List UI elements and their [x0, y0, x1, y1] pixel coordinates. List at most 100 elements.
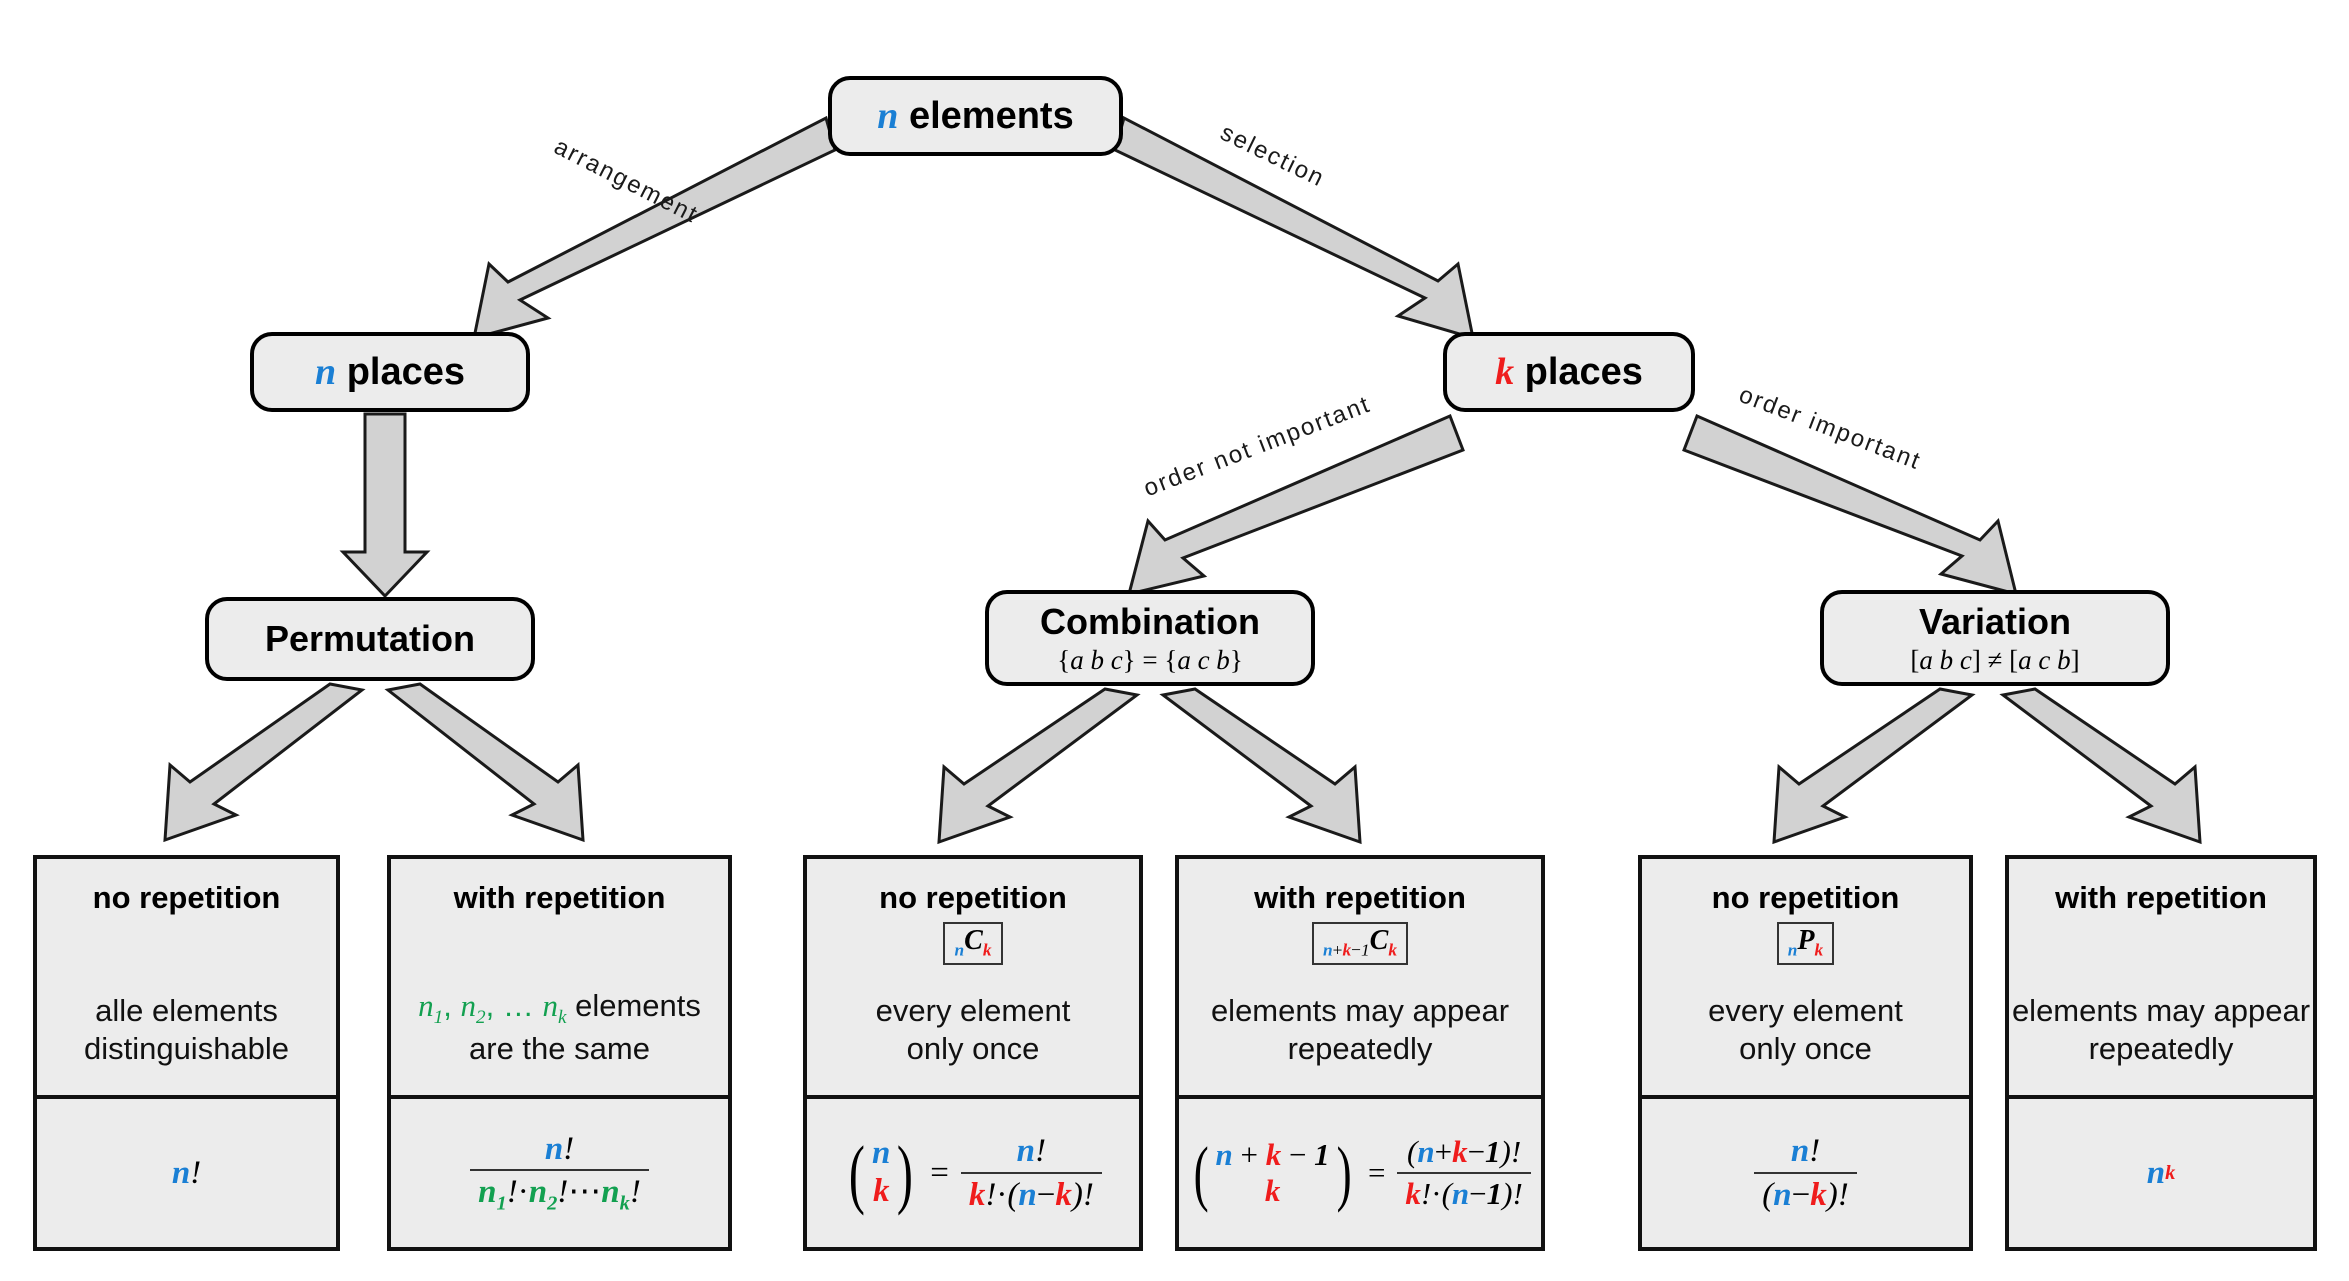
symbol-factorial: ! [1809, 1133, 1821, 1170]
fraction: n! k!·(n−k)! [960, 1133, 1102, 1213]
symbol-one: 1 [1360, 940, 1370, 960]
symbol-minus: − [1791, 1176, 1811, 1213]
leaf-variation-no-repetition[interactable]: no repetition nPk every element only onc… [1638, 855, 1973, 1251]
symbol-factorial: ! [1035, 1133, 1046, 1170]
leaf-description: elements may appear repeatedly [2012, 992, 2310, 1070]
symbol-sub-k: k [619, 1192, 630, 1215]
left-paren: ( [1007, 1176, 1019, 1213]
node-variation-equation: [a b c] ≠ [a c b] [1910, 644, 2080, 675]
right-paren: ) [1826, 1176, 1838, 1213]
symbol-k: k [968, 1176, 986, 1213]
leaf-permutation-no-repetition[interactable]: no repetition alle elements distinguisha… [33, 855, 340, 1251]
binomial-coefficient: ( n k ) [844, 1129, 918, 1216]
node-combination[interactable]: Combination {a b c} = {a c b} [985, 590, 1315, 686]
binomial-stack: n k [870, 1135, 892, 1211]
leaf-desc-line-1: elements may appear [2011, 992, 2311, 1028]
node-k-places-label: places [1524, 351, 1643, 393]
node-k-places[interactable]: k places [1443, 332, 1695, 412]
symbol-k: k [1388, 940, 1397, 960]
node-n-elements-title: n elements [877, 94, 1073, 138]
symbol-factorial: ! [1420, 1175, 1432, 1211]
right-paren: ) [1071, 1176, 1083, 1213]
node-variation[interactable]: Variation [a b c] ≠ [a c b] [1820, 590, 2170, 686]
leaf-desc-line-2: only once [1739, 1031, 1872, 1067]
symbol-factorial: ! [1082, 1176, 1094, 1213]
leaf-formula: n! [37, 1095, 336, 1247]
symbol-factorial: ! [557, 1174, 569, 1211]
leaf-description: alle elements distinguishable [84, 992, 289, 1070]
arrow-n-places-to-permutation [339, 412, 431, 599]
symbol-n2: n [528, 1174, 548, 1211]
arrow-combination-to-with-repetition [1159, 687, 1362, 845]
symbol-sub-2: 2 [475, 1007, 486, 1029]
symbol-equals: = [930, 1154, 949, 1191]
binomial-top: n + k − 1 [1215, 1137, 1329, 1173]
symbol-plus: + [1434, 1134, 1453, 1170]
node-n-places-label: places [346, 351, 465, 393]
symbol-minus: − [1467, 1134, 1486, 1170]
leaf-head: no repetition [879, 880, 1067, 915]
leaf-variation-with-repetition[interactable]: with repetition elements may appear repe… [2005, 855, 2317, 1251]
symbol-n: n [1451, 1175, 1470, 1211]
fraction-denominator: n1!·n2!⋯nk! [470, 1169, 649, 1215]
symbol-n: n [2146, 1154, 2166, 1191]
fraction-denominator: (n−k)! [1754, 1171, 1857, 1213]
node-variation-title: Variation [1918, 600, 2072, 642]
symbol-n1: n [418, 988, 434, 1024]
arrow-permutation-to-with-repetition [384, 682, 585, 843]
leaf-combination-no-repetition[interactable]: no repetition nCk every element only onc… [803, 855, 1143, 1251]
fraction-numerator: n! [1009, 1133, 1054, 1171]
leaf-formula: ( n k ) = n! k!·(n−k)! [807, 1095, 1139, 1247]
symbol-factorial: ! [629, 1174, 641, 1211]
symbol-minus: − [1469, 1175, 1487, 1211]
symbol-n: n [1016, 1133, 1035, 1170]
symbol-n: n [314, 351, 337, 393]
symbol-C: C [964, 924, 983, 956]
leaf-desc-line-1: every element [1708, 992, 1903, 1028]
leaf-desc-line-2: are the same [469, 1031, 650, 1067]
symbol-dot: · [996, 1176, 1008, 1213]
symbol-ellipsis: ⋯ [568, 1174, 602, 1211]
leaf-formula: ( n + k − 1 k ) = (n+k−1)! [1179, 1095, 1541, 1247]
symbol-comma: , [443, 988, 452, 1024]
fraction: n! (n−k)! [1754, 1133, 1857, 1213]
fraction-numerator: n! [537, 1131, 582, 1169]
symbol-one: 1 [1314, 1137, 1330, 1173]
node-n-places[interactable]: n places [250, 332, 530, 412]
node-n-elements[interactable]: n elements [828, 76, 1123, 156]
left-paren: ( [849, 1129, 866, 1216]
node-n-places-title: n places [315, 350, 465, 394]
symbol-P: P [1797, 924, 1815, 956]
binomial-coefficient: ( n + k − 1 k ) [1189, 1131, 1356, 1213]
node-permutation[interactable]: Permutation [205, 597, 535, 681]
leaf-combination-with-repetition[interactable]: with repetition n+k−1Ck elements may app… [1175, 855, 1545, 1251]
symbol-factorial: ! [190, 1154, 202, 1191]
symbol-comma: , [485, 988, 495, 1024]
fraction: n! n1!·n2!⋯nk! [470, 1131, 649, 1215]
symbol-n: n [1417, 1134, 1435, 1170]
leaf-desc-line-1: elements may appear [1210, 992, 1510, 1028]
symbol-factorial: ! [506, 1174, 518, 1211]
symbol-n2: n [460, 988, 476, 1024]
symbol-k: k [1814, 940, 1824, 960]
left-paren: ( [1193, 1131, 1209, 1213]
symbol-n: n [1323, 940, 1333, 960]
node-n-elements-label: elements [908, 95, 1074, 137]
leaf-notation-nPk: nPk [1776, 921, 1835, 966]
symbol-equals: = [1367, 1155, 1386, 1190]
symbol-k: k [1495, 351, 1515, 393]
symbol-n: n [1773, 1176, 1792, 1213]
symbol-sub-2: 2 [547, 1192, 558, 1215]
symbol-n: n [954, 940, 965, 960]
symbol-nk: n [601, 1174, 620, 1211]
symbol-minus: − [1036, 1176, 1056, 1213]
leaf-body: with repetition n+k−1Ck elements may app… [1179, 859, 1541, 1095]
fraction-denominator: k!·(n−1)! [1397, 1171, 1531, 1211]
symbol-sub-1: 1 [433, 1007, 444, 1029]
leaf-formula: n! n1!·n2!⋯nk! [391, 1095, 728, 1247]
leaf-permutation-with-repetition[interactable]: with repetition n1, n2, … nk elements ar… [387, 855, 732, 1251]
node-k-places-title: k places [1495, 350, 1643, 394]
symbol-C: C [1369, 924, 1389, 956]
